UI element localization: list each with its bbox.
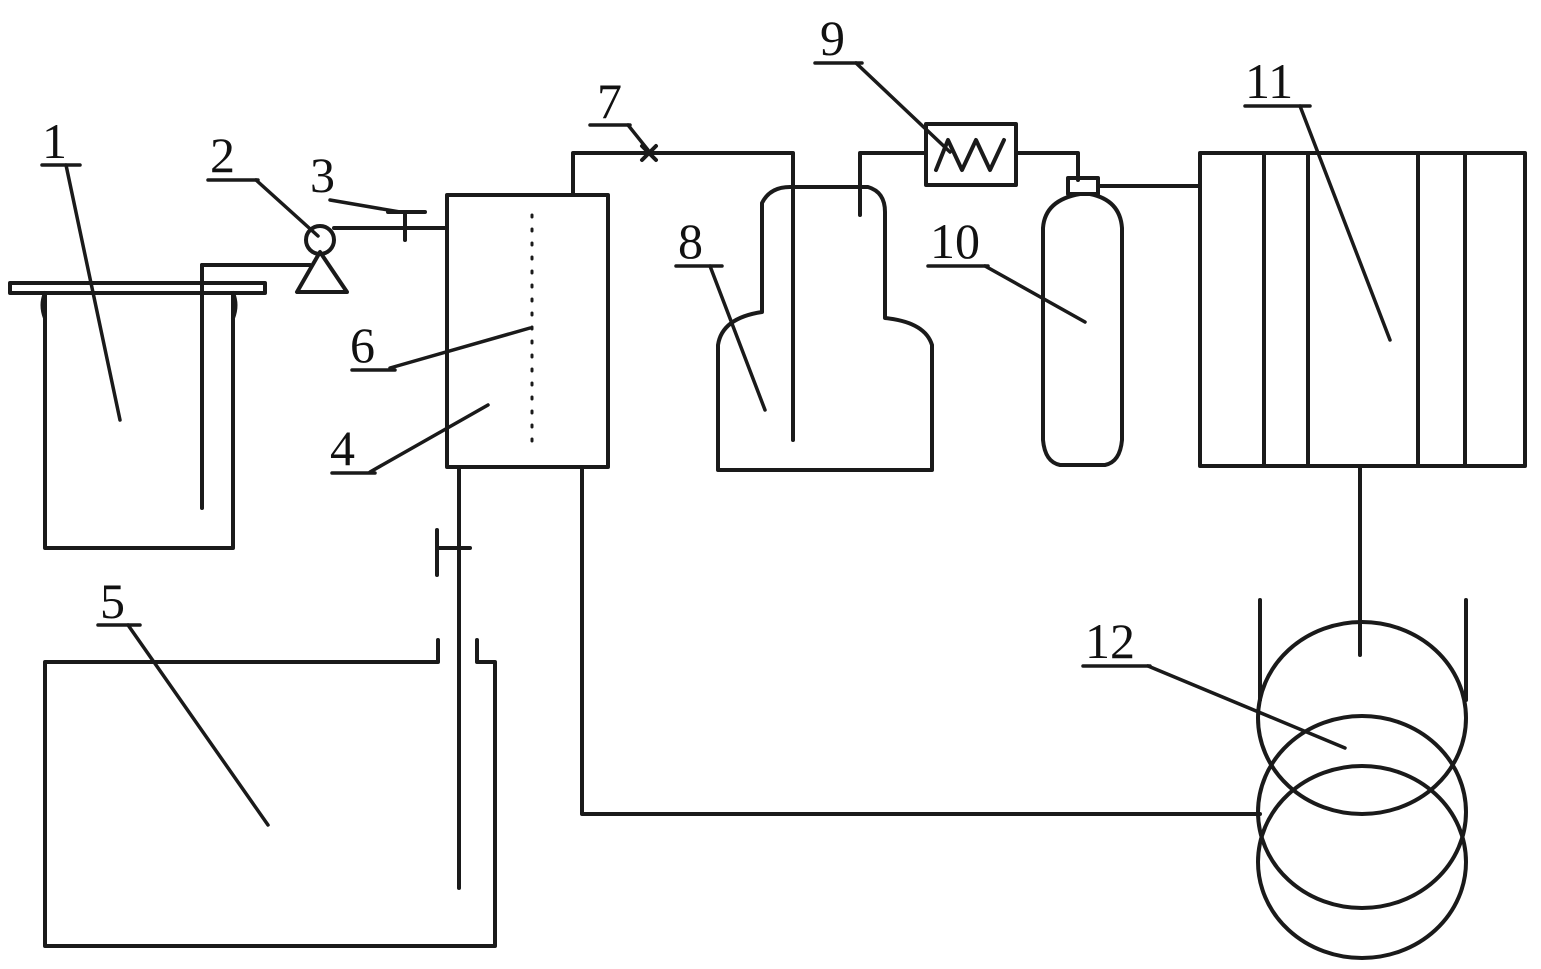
label-9: 9	[820, 10, 845, 66]
label-11: 11	[1245, 53, 1293, 109]
label-7: 7	[597, 73, 622, 129]
label-12: 12	[1085, 613, 1135, 669]
label-4: 4	[330, 420, 355, 476]
label-6: 6	[350, 317, 375, 373]
component-9-heater	[924, 122, 1018, 187]
pipe-8-9	[858, 151, 928, 189]
label-5: 5	[100, 573, 125, 629]
leader-4	[368, 403, 490, 474]
label-2: 2	[210, 127, 235, 183]
component-5-tank	[43, 638, 497, 948]
leader-1	[64, 163, 122, 422]
component-2-pump	[295, 224, 349, 294]
leader-12	[1146, 664, 1347, 750]
pipe-4-8	[571, 151, 795, 442]
component-8-separator	[716, 185, 934, 472]
pipe-9-10	[1014, 151, 1080, 182]
leader-7	[626, 123, 650, 152]
component-4-column	[445, 193, 610, 469]
leader-8	[708, 264, 767, 412]
label-8: 8	[678, 213, 703, 269]
label-10: 10	[930, 213, 980, 269]
leader-10	[983, 264, 1087, 324]
label-1: 1	[42, 113, 67, 169]
leader-11	[1298, 104, 1392, 342]
drain-valve	[435, 528, 472, 577]
leader-2	[254, 178, 320, 238]
pipe-12-4	[580, 465, 1262, 816]
leader-6	[388, 326, 532, 370]
component-1-tank	[8, 263, 267, 550]
component-11-unit	[1198, 151, 1527, 468]
leader-5	[126, 623, 270, 827]
label-3: 3	[310, 147, 335, 203]
leader-9	[854, 61, 952, 154]
leader-3	[328, 198, 402, 214]
component-7-valve	[640, 144, 658, 162]
